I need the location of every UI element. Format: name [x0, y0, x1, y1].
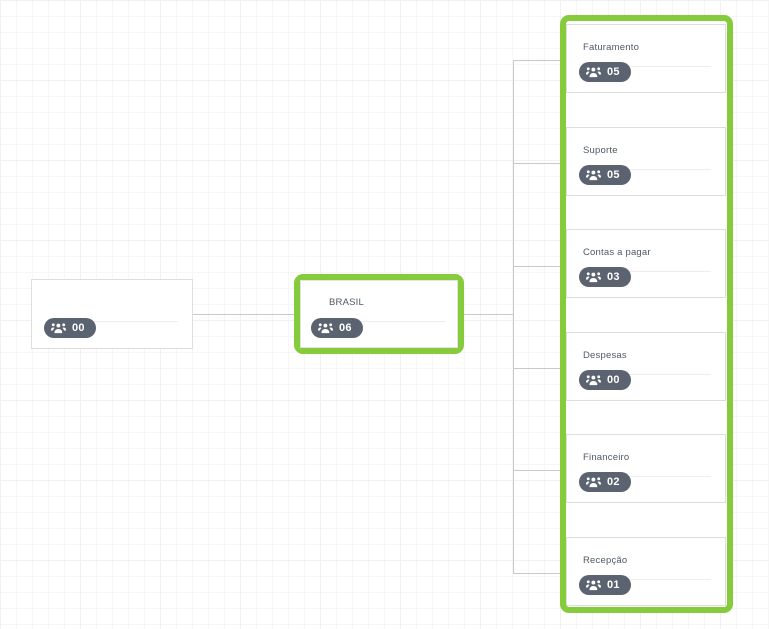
department-group-background — [566, 21, 727, 607]
users-group-icon — [586, 579, 601, 590]
org-node-root-member-count: 00 — [72, 321, 85, 334]
org-node-department-member-badge[interactable]: 00 — [579, 370, 631, 390]
org-node-department[interactable]: Despesas 00 — [566, 332, 726, 401]
org-node-brasil-member-count: 06 — [339, 321, 352, 334]
connector-branch-3 — [513, 266, 565, 267]
org-node-department-title: Suporte — [583, 145, 618, 156]
connector-trunk-vertical — [513, 60, 514, 574]
org-node-department-member-badge[interactable]: 05 — [579, 62, 631, 82]
org-node-department[interactable]: Faturamento 05 — [566, 24, 726, 93]
org-node-department-member-badge[interactable]: 01 — [579, 575, 631, 595]
connector-branch-6 — [513, 573, 565, 574]
users-group-icon — [586, 169, 601, 180]
org-node-department[interactable]: Suporte 05 — [566, 127, 726, 196]
org-node-department-member-count: 03 — [607, 270, 620, 283]
connector-branch-4 — [513, 368, 565, 369]
org-node-department-divider — [581, 579, 711, 580]
org-node-brasil-member-badge[interactable]: 06 — [311, 318, 363, 338]
org-node-department-member-count: 02 — [607, 475, 620, 488]
users-group-icon — [51, 322, 66, 333]
connector-branch-1 — [513, 60, 565, 61]
org-node-department-title: Recepção — [583, 555, 628, 566]
users-group-icon — [586, 374, 601, 385]
connector-root-to-brasil — [193, 314, 294, 315]
org-node-brasil[interactable]: BRASIL 06 — [300, 280, 458, 348]
connector-branch-5 — [513, 470, 565, 471]
org-node-root[interactable]: 00 — [31, 279, 193, 349]
org-node-department-member-count: 05 — [607, 168, 620, 181]
org-node-department-member-badge[interactable]: 02 — [579, 472, 631, 492]
org-node-department-divider — [581, 374, 711, 375]
org-node-department-divider — [581, 476, 711, 477]
org-node-department-title: Faturamento — [583, 42, 640, 53]
org-node-department-title: Despesas — [583, 350, 627, 361]
users-group-icon — [586, 66, 601, 77]
org-node-department-member-count: 00 — [607, 373, 620, 386]
org-node-root-divider — [46, 321, 178, 322]
org-node-department-divider — [581, 271, 711, 272]
org-node-brasil-title: BRASIL — [329, 297, 364, 308]
org-node-department-divider — [581, 66, 711, 67]
org-node-department-member-badge[interactable]: 03 — [579, 267, 631, 287]
users-group-icon — [586, 476, 601, 487]
org-node-root-member-badge[interactable]: 00 — [44, 318, 96, 338]
org-node-department-title: Financeiro — [583, 452, 630, 463]
org-node-department-title: Contas a pagar — [583, 247, 651, 258]
org-node-department[interactable]: Recepção 01 — [566, 537, 726, 606]
users-group-icon — [586, 271, 601, 282]
org-node-brasil-divider — [313, 321, 445, 322]
users-group-icon — [318, 322, 333, 333]
org-node-department-member-count: 01 — [607, 578, 620, 591]
org-node-department[interactable]: Contas a pagar 03 — [566, 229, 726, 298]
connector-branch-2 — [513, 163, 565, 164]
org-node-department[interactable]: Financeiro 02 — [566, 434, 726, 503]
connector-brasil-to-trunk — [463, 314, 513, 315]
org-node-department-divider — [581, 169, 711, 170]
org-node-brasil-wrapper[interactable]: BRASIL 06 — [294, 274, 464, 354]
org-node-department-member-count: 05 — [607, 65, 620, 78]
org-node-department-member-badge[interactable]: 05 — [579, 165, 631, 185]
